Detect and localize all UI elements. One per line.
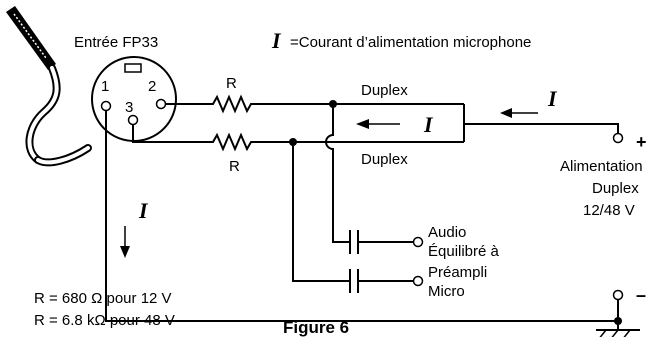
pin-2-label: 2 xyxy=(148,78,156,95)
supply-plus-lead xyxy=(464,123,619,134)
ground-icon xyxy=(596,329,640,337)
output-line-3: Préampli xyxy=(428,264,487,281)
current-symbol-mid: I xyxy=(423,112,434,137)
supply-line-3: 12/48 V xyxy=(583,202,635,219)
title-current-symbol: I xyxy=(271,28,282,53)
pin-1-label: 1 xyxy=(101,78,109,95)
audio-branch-bottom xyxy=(292,142,350,282)
audio-branch-top xyxy=(325,104,350,243)
minus-terminal xyxy=(612,289,624,301)
title-text: =Courant d’alimentation microphone xyxy=(290,34,531,51)
note-line-2: R = 6.8 kΩ pour 48 V xyxy=(34,312,175,329)
current-symbol-right: I xyxy=(547,86,558,111)
top-conductor xyxy=(166,94,464,114)
microphone-icon xyxy=(6,6,92,167)
pin-3-label: 3 xyxy=(125,99,133,116)
ground-junction xyxy=(614,317,622,325)
output-line-4: Micro xyxy=(428,283,465,300)
output-line-2: Équilibré à xyxy=(428,243,500,260)
ground-return xyxy=(105,111,618,322)
current-symbol-down: I xyxy=(138,198,149,223)
audio-terminal-2 xyxy=(412,275,424,287)
supply-line-2: Duplex xyxy=(592,180,639,197)
note-line-1: R = 680 Ω pour 12 V xyxy=(34,290,172,307)
current-arrow-mid xyxy=(356,119,400,129)
duplex-top-label: Duplex xyxy=(361,82,408,99)
supply-line-1: Alimentation xyxy=(560,158,643,175)
audio-terminal-1 xyxy=(412,236,424,248)
resistor-top-label: R xyxy=(226,75,237,92)
bottom-conductor xyxy=(132,125,464,152)
plus-terminal xyxy=(612,132,624,144)
minus-label: – xyxy=(636,285,646,305)
input-label: Entrée FP33 xyxy=(74,34,158,51)
current-arrow-right xyxy=(500,108,538,118)
duplex-mid-label: Duplex xyxy=(361,151,408,168)
plus-label: + xyxy=(636,132,647,152)
output-line-1: Audio xyxy=(428,224,466,241)
current-arrow-down xyxy=(120,226,130,258)
figure-label: Figure 6 xyxy=(283,318,349,337)
resistor-bottom-label: R xyxy=(229,158,240,175)
